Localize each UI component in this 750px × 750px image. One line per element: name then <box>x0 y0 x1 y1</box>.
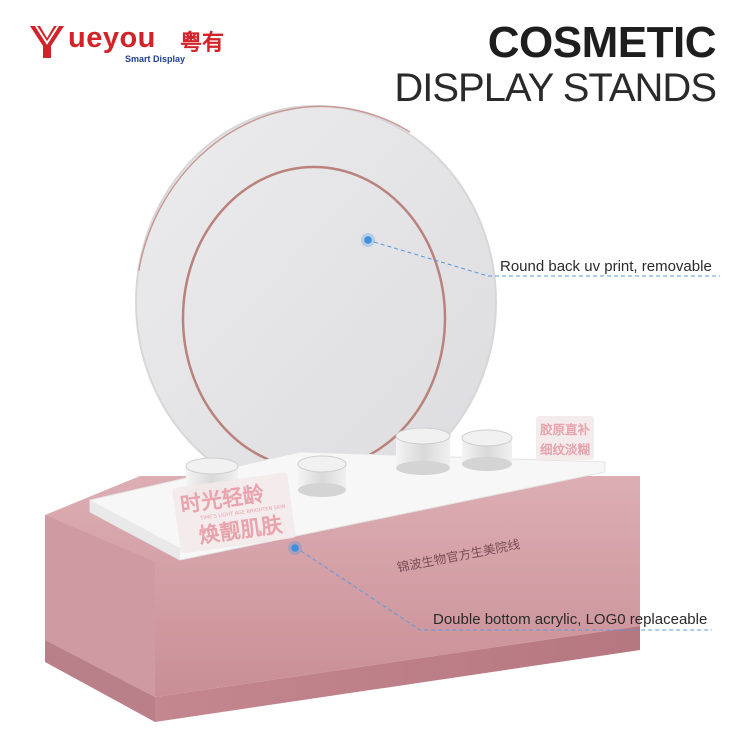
brand-y-mark-icon <box>30 25 64 58</box>
product-holder-3 <box>395 427 451 475</box>
brand-name: ueyou <box>68 22 156 54</box>
callout-top-label: Round back uv print, removable <box>500 258 712 275</box>
product-holder-4 <box>461 429 513 471</box>
right-sign-line-1: 胶原直补 <box>540 422 591 437</box>
left-slogan-sign: 时光轻龄 TIME'S LIGHT AGE BRIGHTEN SKIN 焕靓肌肤 <box>172 472 296 554</box>
round-back-panel <box>134 105 498 499</box>
callout-top-marker <box>361 233 720 277</box>
brand-tagline: Smart Display <box>125 54 186 64</box>
pink-acrylic-base <box>45 476 640 722</box>
heading-line-1: COSMETIC <box>487 18 717 67</box>
right-sign-line-2: 细纹淡糊 <box>540 442 590 457</box>
callout-bottom-marker <box>288 541 712 631</box>
brand-name-chinese: 粤有 <box>180 31 225 56</box>
heading-line-2: DISPLAY STANDS <box>394 66 717 110</box>
right-slogan-sign: 胶原直补 细纹淡糊 <box>536 416 594 460</box>
product-holder-2 <box>297 455 347 497</box>
callout-bottom-label: Double bottom acrylic, LOG0 replaceable <box>433 611 708 628</box>
